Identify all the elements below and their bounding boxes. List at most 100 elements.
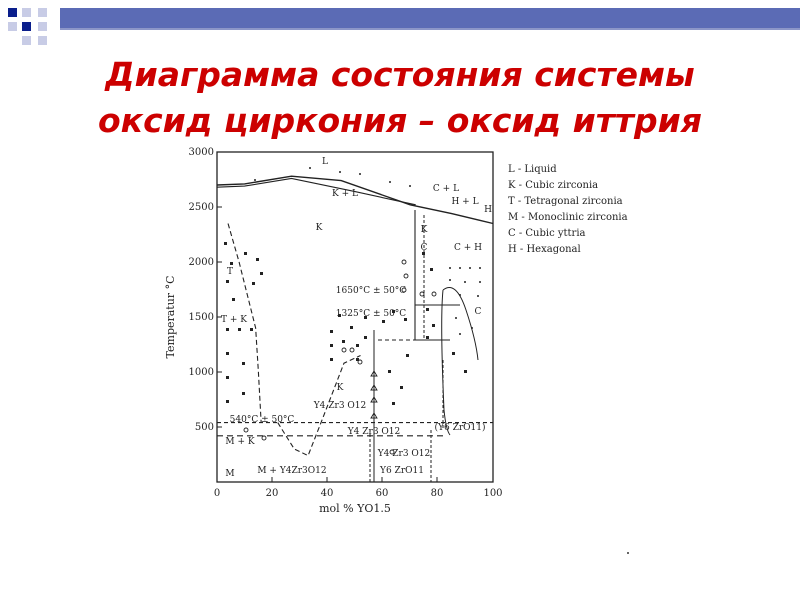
data-marker bbox=[260, 272, 263, 275]
open-marker bbox=[389, 449, 395, 455]
dot bbox=[389, 181, 391, 183]
data-marker bbox=[242, 392, 245, 395]
corner-square bbox=[38, 8, 47, 17]
data-marker bbox=[426, 308, 429, 311]
slide-title-line2: оксид циркония – оксид иттрия bbox=[98, 101, 702, 140]
data-marker bbox=[232, 298, 235, 301]
static-lines bbox=[369, 210, 479, 482]
data-marker bbox=[224, 242, 227, 245]
region-label-K-L: K + L bbox=[332, 189, 358, 199]
legend-item-hexagonal: H - Hexagonal bbox=[508, 244, 581, 255]
y-tick-label: 3000 bbox=[189, 147, 214, 158]
region-label-Y4-low: Y4 Zr3 O12 bbox=[347, 427, 401, 437]
corner-square bbox=[22, 8, 31, 17]
region-labels: L K + L C + L H + L H K K C C + H T T + … bbox=[221, 157, 492, 479]
open-marker bbox=[401, 287, 407, 293]
data-marker bbox=[226, 400, 229, 403]
phase-boundaries bbox=[216, 175, 494, 457]
region-label-L: L bbox=[322, 157, 328, 167]
legend-item-liquid: L - Liquid bbox=[508, 164, 557, 175]
dot bbox=[464, 281, 466, 283]
data-marker bbox=[242, 362, 245, 365]
dot bbox=[471, 327, 473, 329]
slide-title: Диаграмма состояния системы оксид циркон… bbox=[0, 52, 800, 144]
data-markers bbox=[224, 242, 467, 405]
data-marker bbox=[382, 320, 385, 323]
dot bbox=[409, 185, 411, 187]
region-label-C-H: C + H bbox=[454, 243, 482, 253]
data-marker bbox=[364, 316, 367, 319]
dot-field bbox=[254, 167, 481, 335]
region-label-Y4-bottom: Y4 Zr3 O12 bbox=[377, 449, 431, 459]
region-label-K: K bbox=[316, 223, 323, 233]
data-marker bbox=[338, 314, 341, 317]
slide-title-line1: Диаграмма состояния системы bbox=[105, 55, 695, 94]
region-label-H: H bbox=[484, 205, 492, 215]
corner-square bbox=[38, 36, 47, 45]
corner-square bbox=[22, 36, 31, 45]
open-marker bbox=[419, 291, 425, 297]
header-band bbox=[60, 8, 800, 28]
open-marker bbox=[349, 347, 355, 353]
region-label-H-L: H + L bbox=[451, 197, 478, 207]
data-marker bbox=[330, 344, 333, 347]
x-tick-label: 80 bbox=[431, 488, 444, 499]
data-marker bbox=[226, 376, 229, 379]
dot bbox=[459, 294, 461, 296]
corner-square bbox=[8, 22, 17, 31]
triangle-marker bbox=[370, 396, 378, 403]
region-label-Y4-mid: Y4 Zr3 O12 bbox=[313, 401, 367, 411]
data-marker bbox=[406, 354, 409, 357]
y-tick-label: 2500 bbox=[189, 202, 214, 213]
open-marker bbox=[341, 347, 347, 353]
region-label-Y6ZrO11: (Y6 ZrO11) bbox=[435, 422, 486, 433]
boundary-liquidus bbox=[216, 175, 494, 225]
dot bbox=[309, 167, 311, 169]
y-tick-label: 1500 bbox=[189, 312, 214, 323]
region-label-Y6-bottom: Y6 ZrO11 bbox=[379, 466, 424, 476]
data-marker bbox=[404, 318, 407, 321]
data-marker bbox=[342, 340, 345, 343]
x-tick-label: 40 bbox=[321, 488, 334, 499]
data-marker bbox=[400, 386, 403, 389]
phase-diagram: 3000 2500 2000 1500 1000 500 Temperatur … bbox=[164, 147, 503, 515]
triangle-marker bbox=[370, 412, 378, 419]
y-tick-label: 2000 bbox=[189, 257, 214, 268]
x-tick-label: 20 bbox=[266, 488, 279, 499]
data-marker bbox=[256, 258, 259, 261]
legend-item-cubic-yttria: C - Cubic yttria bbox=[508, 228, 586, 239]
y-tick-label: 1000 bbox=[189, 367, 214, 378]
open-marker bbox=[357, 359, 363, 365]
x-tick-label: 100 bbox=[483, 488, 502, 499]
legend-item-monoclinic-zirconia: M - Monoclinic zirconia bbox=[508, 212, 628, 223]
data-marker bbox=[226, 280, 229, 283]
isotherm-1325-label: 1325°C ± 50°C bbox=[336, 309, 407, 319]
triangle-marker bbox=[370, 384, 378, 391]
C-H-boundary-left bbox=[441, 289, 451, 436]
data-marker bbox=[226, 352, 229, 355]
data-marker bbox=[230, 262, 233, 265]
corner-square bbox=[8, 8, 17, 17]
y-tick-label: 500 bbox=[195, 422, 214, 433]
dot bbox=[459, 333, 461, 335]
region-label-C-small: C bbox=[421, 243, 428, 253]
open-marker bbox=[243, 427, 249, 433]
dot bbox=[479, 267, 481, 269]
y-axis-label: Temperatur °C bbox=[164, 276, 177, 359]
isotherm-1650-label: 1650°C ± 50°C bbox=[336, 286, 407, 296]
x-axis: 0 20 40 60 80 100 bbox=[214, 477, 503, 499]
corner-square bbox=[38, 22, 47, 31]
region-label-C-right: C bbox=[475, 307, 482, 317]
region-label-T-K: T + K bbox=[221, 315, 247, 325]
data-marker bbox=[356, 344, 359, 347]
open-marker bbox=[403, 273, 409, 279]
boundary-K-lower-boundary bbox=[277, 355, 361, 457]
data-marker bbox=[426, 336, 429, 339]
dot bbox=[449, 279, 451, 281]
data-marker bbox=[432, 324, 435, 327]
dot bbox=[359, 173, 361, 175]
data-marker bbox=[226, 328, 229, 331]
legend-item-tetragonal-zirconia: T - Tetragonal zirconia bbox=[508, 196, 623, 207]
isotherm-540-label: 540°C ± 50°C bbox=[230, 415, 295, 425]
data-marker bbox=[392, 402, 395, 405]
